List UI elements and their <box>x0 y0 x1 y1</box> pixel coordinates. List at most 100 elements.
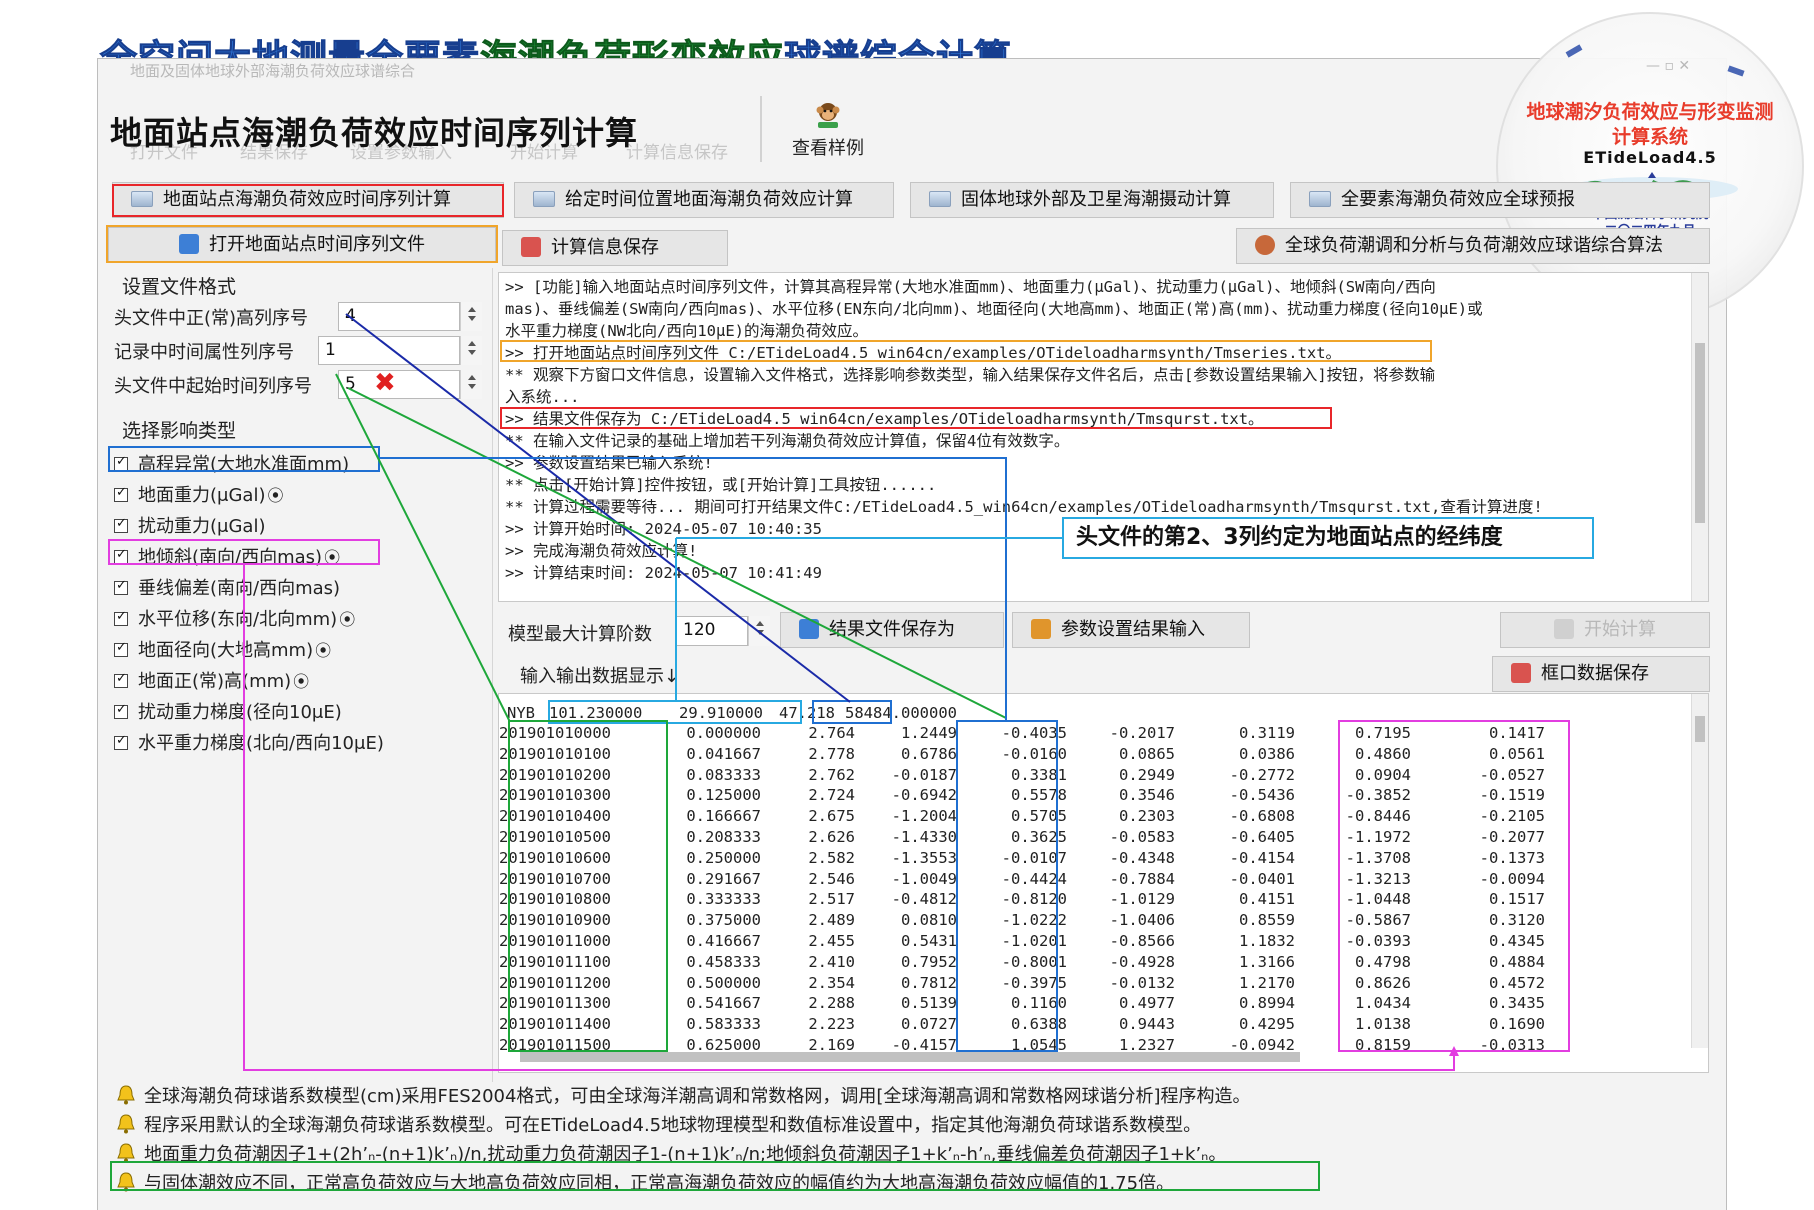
check-horizontal-gradient[interactable]: 水平重力梯度(北向/西向10μE) <box>114 729 384 755</box>
table-cell: -0.0160 <box>1001 744 1067 763</box>
view-examples-button[interactable]: 查看样例 <box>778 98 878 164</box>
hscroll-thumb[interactable] <box>520 1052 1300 1062</box>
save-window-data-button[interactable]: 框口数据保存 <box>1492 656 1710 692</box>
start-icon <box>1554 619 1574 639</box>
toolbar-start-calc[interactable]: 开始计算 <box>510 143 578 163</box>
tab-global-forecast[interactable]: 全要素海潮负荷效应全球预报 <box>1290 182 1710 218</box>
check-radial-gradient[interactable]: 扰动重力梯度(径向10μE) <box>114 698 342 724</box>
log-line: >> 打开地面站点时间序列文件 C:/ETideLoad4.5_win64cn/… <box>505 344 1342 362</box>
height-column-input[interactable]: 4 <box>338 302 460 331</box>
table-cell: 0.2303 <box>1119 807 1175 826</box>
max-order-input[interactable]: 120 <box>676 616 748 646</box>
page-title: 地面站点海潮负荷效应时间序列计算 <box>110 114 639 152</box>
radio-dot-icon[interactable]: ⦿ <box>315 641 332 660</box>
log-line: ** 在输入文件记录的基础上增加若干列海潮负荷效应计算值，保留4位有效数字。 <box>505 432 1070 450</box>
tab-station-series[interactable]: 地面站点海潮负荷效应时间序列计算 <box>112 182 504 218</box>
check-tilt[interactable]: 地倾斜(南向/西向mas)⦿ <box>114 543 340 569</box>
table-vscrollbar[interactable] <box>1691 694 1708 1048</box>
table-cell: -1.3553 <box>891 848 957 867</box>
tab-icon <box>533 191 555 207</box>
table-cell: 0.083333 <box>686 765 761 784</box>
table-cell-time: 201901010100 <box>499 744 611 763</box>
table-cell: -1.4330 <box>891 828 957 846</box>
radio-dot-icon[interactable]: ⦿ <box>293 672 310 691</box>
toolbar-param-input[interactable]: 设置参数输入 <box>350 143 452 163</box>
table-cell: 0.8559 <box>1239 911 1295 930</box>
table-cell: 2.724 <box>808 786 855 805</box>
save-info-icon <box>521 237 541 257</box>
table-cell: 0.4151 <box>1239 890 1295 909</box>
log-line: 水平重力梯度(NW北向/西向10μE)的海潮负荷效应。 <box>505 322 868 340</box>
log-line: >> 计算开始时间: 2024-05-07 10:40:35 <box>505 520 822 538</box>
check-ground-gravity[interactable]: 地面重力(μGal)⦿ <box>114 481 284 507</box>
table-cell: -0.6942 <box>891 786 957 805</box>
table-cell: -0.4424 <box>1001 869 1067 888</box>
window-title: 地面及固体地球外部海潮负荷效应球谱综合 <box>130 62 416 80</box>
table-cell: 2.223 <box>808 1015 855 1034</box>
check-height-anomaly[interactable]: 高程异常(大地水准面mm) <box>114 450 349 476</box>
table-cell: 0.6388 <box>1011 1015 1067 1034</box>
logo-version: ETideLoad4.5 <box>1583 148 1717 167</box>
check-vertical-deflection[interactable]: 垂线偏差(南向/西向mas) <box>114 574 340 600</box>
save-result-as-button[interactable]: 结果文件保存为 <box>780 612 1004 648</box>
table-cell: -0.8120 <box>1001 890 1067 909</box>
save-calc-info-button[interactable]: 计算信息保存 <box>502 230 728 266</box>
check-normal-height[interactable]: 地面正(常)高(mm)⦿ <box>114 667 309 693</box>
table-cell: 2.410 <box>808 952 855 971</box>
table-cell: -0.0393 <box>1345 932 1411 950</box>
table-cell-time: 201901011200 <box>499 973 611 992</box>
time-column-stepper[interactable] <box>460 336 482 365</box>
check-disturbing-gravity[interactable]: 扰动重力(μGal) <box>114 512 265 538</box>
max-order-stepper[interactable] <box>748 616 770 646</box>
table-cell: 1.1832 <box>1239 932 1295 950</box>
start-time-column-input[interactable]: 5 <box>338 370 460 399</box>
table-cell-time: 201901010600 <box>499 848 611 867</box>
radio-dot-icon[interactable]: ⦿ <box>324 548 341 567</box>
table-hscrollbar[interactable] <box>500 1048 1690 1066</box>
header-longitude: 101.230000 <box>549 704 643 722</box>
tab-satellite-perturbation[interactable]: 固体地球外部及卫星海潮摄动计算 <box>910 182 1274 218</box>
io-display-label: 输入输出数据显示↓ <box>520 666 680 687</box>
radio-dot-icon[interactable]: ⦿ <box>339 610 356 629</box>
table-cell: 0.5139 <box>901 994 957 1013</box>
check-radial[interactable]: 地面径向(大地高mm)⦿ <box>114 636 331 662</box>
table-cell: 2.546 <box>808 869 855 888</box>
table-cell: 0.7952 <box>901 952 957 971</box>
global-algorithm-button[interactable]: 全球负荷潮调和分析与负荷潮效应球谐综合算法 <box>1236 228 1710 264</box>
table-cell: -0.2017 <box>1109 724 1175 742</box>
table-cell-time: 201901010900 <box>499 911 611 930</box>
toolbar-save-info[interactable]: 计算信息保存 <box>626 143 728 163</box>
table-cell: 0.4977 <box>1119 994 1175 1013</box>
toolbar-save-result[interactable]: 结果保存 <box>240 143 308 163</box>
log-scrollbar[interactable] <box>1691 273 1708 601</box>
invalid-x-icon: ✖ <box>374 368 396 398</box>
table-cell: -1.0129 <box>1109 890 1175 909</box>
view-examples-label: 查看样例 <box>792 138 864 159</box>
table-cell: 0.2949 <box>1119 765 1175 784</box>
table-cell: 0.1517 <box>1489 890 1545 909</box>
table-cell: -0.0583 <box>1109 828 1175 846</box>
table-cell: 1.2170 <box>1239 973 1295 992</box>
table-cell: 2.675 <box>808 807 855 826</box>
table-cell: -0.0527 <box>1479 765 1545 784</box>
table-cell: 0.7812 <box>901 973 957 992</box>
log-line: 入系统... <box>505 388 580 406</box>
start-time-column-stepper[interactable] <box>460 370 482 399</box>
start-calc-button[interactable]: 开始计算 <box>1500 612 1710 648</box>
table-cell: -0.0094 <box>1479 869 1545 888</box>
radio-dot-icon[interactable]: ⦿ <box>267 486 284 505</box>
height-column-stepper[interactable] <box>460 302 482 331</box>
toolbar-open-file[interactable]: 打开文件 <box>130 143 198 163</box>
check-horizontal-displacement[interactable]: 水平位移(东向/北向mm)⦿ <box>114 605 355 631</box>
table-cell: -0.4348 <box>1109 848 1175 867</box>
tab-given-time-position[interactable]: 给定时间位置地面海潮负荷效应计算 <box>514 182 894 218</box>
open-series-file-button[interactable]: 打开地面站点时间序列文件 <box>108 227 496 263</box>
param-input-button[interactable]: 参数设置结果输入 <box>1012 612 1250 648</box>
table-cell: 0.7195 <box>1355 724 1411 742</box>
table-cell: 0.3435 <box>1489 994 1545 1013</box>
open-series-label: 打开地面站点时间序列文件 <box>209 234 425 255</box>
log-line: ** 观察下方窗口文件信息，设置输入文件格式，选择影响参数类型，输入结果保存文件… <box>505 366 1436 384</box>
file-format-group-title: 设置文件格式 <box>122 276 237 298</box>
toolbar-divider <box>760 96 762 162</box>
time-column-input[interactable]: 1 <box>318 336 460 365</box>
